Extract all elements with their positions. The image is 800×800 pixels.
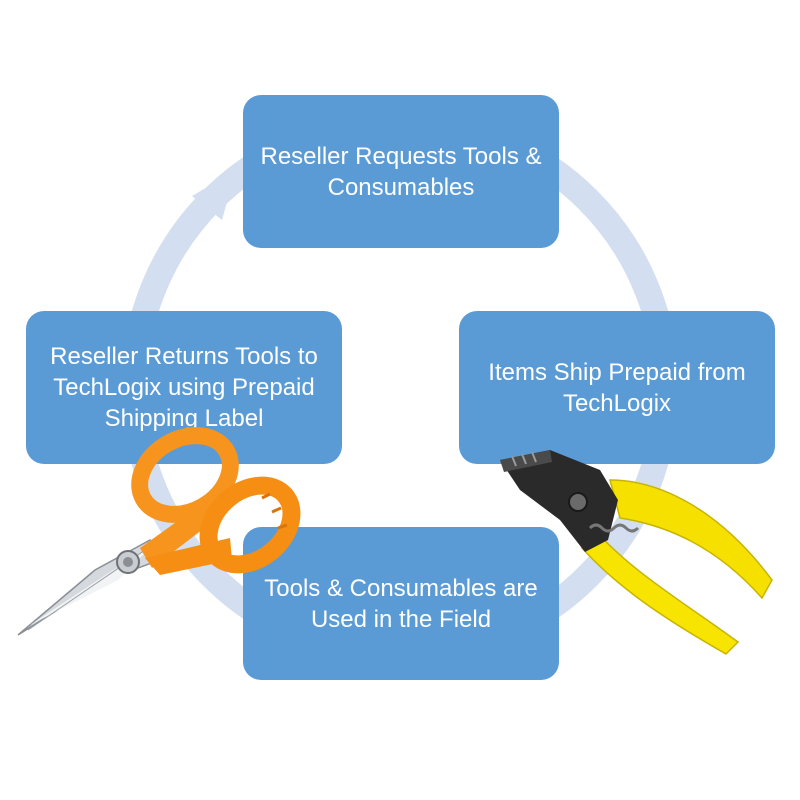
step-reseller-returns: Reseller Returns Tools to TechLogix usin… (26, 311, 342, 464)
cycle-arrowhead-icon (192, 170, 236, 220)
step-label: Reseller Returns Tools to TechLogix usin… (50, 343, 318, 432)
step-label: Reseller Requests Tools & Consumables (260, 142, 542, 201)
step-items-ship: Items Ship Prepaid from TechLogix (459, 311, 775, 464)
step-label: Items Ship Prepaid from TechLogix (488, 358, 746, 417)
step-reseller-requests: Reseller Requests Tools & Consumables (243, 95, 559, 248)
step-label: Tools & Consumables are Used in the Fiel… (264, 574, 538, 633)
step-tools-used: Tools & Consumables are Used in the Fiel… (243, 527, 559, 680)
scissors-icon (17, 427, 301, 636)
stripper-pliers-icon (500, 450, 773, 655)
